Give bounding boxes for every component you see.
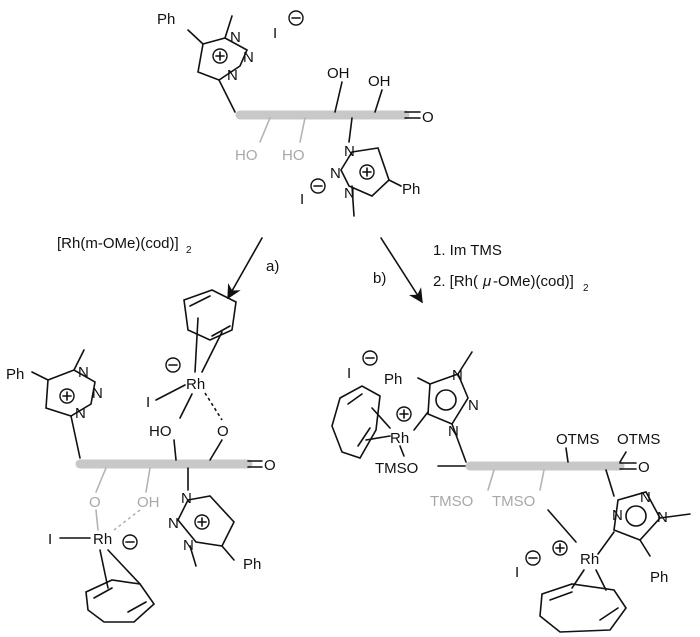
- tmso-label: TMSO: [375, 460, 418, 477]
- condition-b-step2-suffix: -OMe)(cod)]: [493, 273, 574, 290]
- nitrogen-label: N: [448, 423, 459, 440]
- oxygen-label: O: [217, 423, 229, 440]
- nitrogen-label: N: [243, 49, 254, 66]
- phenyl-label: Ph: [243, 556, 261, 573]
- hydroxyl-label: OH: [368, 73, 391, 90]
- iodide-label: I: [273, 25, 277, 42]
- condition-a-reagent: [Rh(m-OMe)(cod)]: [57, 235, 179, 252]
- product-a-molecule: Ph N N N Rh I HO O O O OH: [6, 289, 276, 623]
- iodide-label: I: [515, 564, 519, 581]
- carbonyl-oxygen-label: O: [422, 109, 434, 126]
- condition-b-step2-prefix: 2. [Rh(: [433, 273, 478, 290]
- otms-label: OTMS: [556, 431, 599, 448]
- nitrogen-label: N: [468, 397, 479, 414]
- nitrogen-label: N: [227, 67, 238, 84]
- condition-b-subscript: 2: [583, 283, 589, 294]
- product-b-molecule: I Ph N N N Rh TMSO OTMS OTMS: [331, 350, 691, 633]
- phenyl-label: Ph: [650, 569, 668, 586]
- rhodium-label: Rh: [93, 531, 112, 548]
- phenyl-label: Ph: [384, 371, 402, 388]
- hydroxyl-label: HO: [149, 423, 172, 440]
- phenyl-bond: [187, 29, 204, 45]
- arrow-a-icon: [227, 237, 263, 300]
- hydroxyl-label: HO: [235, 147, 258, 164]
- condition-b-mu: μ: [482, 273, 491, 290]
- nitrogen-label: N: [92, 385, 103, 402]
- nitrogen-label: N: [330, 165, 341, 182]
- nitrogen-label: N: [78, 364, 89, 381]
- nitrogen-label: N: [657, 509, 668, 526]
- oxygen-label: O: [89, 494, 101, 511]
- carbonyl-oxygen-label: O: [264, 457, 276, 474]
- nitrogen-label: N: [344, 185, 355, 202]
- tmso-label: TMSO: [492, 493, 535, 510]
- reaction-arrows: [Rh(m-OMe)(cod)] 2 a) b) 1. Im TMS 2. [R…: [57, 235, 589, 304]
- nitrogen-label: N: [230, 29, 241, 46]
- tmso-label: TMSO: [430, 493, 473, 510]
- hydroxyl-label: OH: [137, 494, 160, 511]
- cod-ligand-icon: [539, 583, 627, 633]
- cod-ligand-icon: [183, 289, 237, 341]
- cod-ligand-icon: [85, 579, 156, 623]
- hydroxyl-label: OH: [327, 65, 350, 82]
- triazole-ring-bonds: [427, 372, 469, 426]
- nitrogen-label: N: [612, 507, 623, 524]
- triazolium-ring-bonds: [340, 147, 390, 197]
- hydroxyl-label: HO: [282, 147, 305, 164]
- iodide-label: I: [300, 191, 304, 208]
- triazole-ring-bonds: [613, 491, 661, 541]
- nitrogen-label: N: [75, 405, 86, 422]
- iodide-label: I: [48, 531, 52, 548]
- aromatic-ring-icon: [625, 505, 647, 527]
- arrow-b-icon: [380, 237, 423, 304]
- phenyl-label: Ph: [157, 11, 175, 28]
- carbonyl-oxygen-label: O: [638, 459, 650, 476]
- condition-a-subscript: 2: [186, 245, 192, 256]
- iodide-label: I: [347, 365, 351, 382]
- nitrogen-label: N: [344, 143, 355, 160]
- rhodium-label: Rh: [390, 430, 409, 447]
- aromatic-ring-icon: [435, 389, 457, 411]
- cod-ligand-icon: [331, 385, 381, 459]
- n-chain-bond: [218, 79, 236, 113]
- nitrogen-label: N: [452, 367, 463, 384]
- nitrogen-label: N: [181, 490, 192, 507]
- nitrogen-label: N: [168, 515, 179, 532]
- phenyl-label: Ph: [402, 181, 420, 198]
- rhodium-label: Rh: [580, 551, 599, 568]
- phenyl-label: Ph: [6, 366, 24, 383]
- iodide-label: I: [146, 394, 150, 411]
- n-methyl-bond: [224, 15, 233, 39]
- nitrogen-label: N: [640, 489, 651, 506]
- condition-a-label: a): [266, 258, 279, 275]
- condition-b-step1: 1. Im TMS: [433, 242, 502, 259]
- rhodium-label: Rh: [186, 376, 205, 393]
- substrate-molecule: Ph N N N I OH OH O HO HO N N N I Ph: [157, 10, 434, 217]
- condition-b-label: b): [373, 270, 386, 287]
- otms-label: OTMS: [617, 431, 660, 448]
- nitrogen-label: N: [183, 537, 194, 554]
